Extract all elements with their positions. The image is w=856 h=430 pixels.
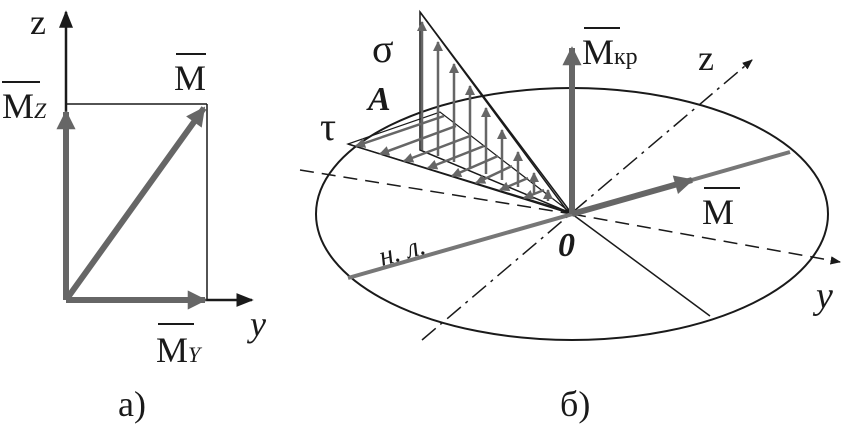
radial-line-3 xyxy=(571,213,711,317)
label-z-b: z xyxy=(698,38,714,78)
label-y-a: y xyxy=(247,304,266,344)
caption-b: б) xyxy=(560,384,590,424)
vector-m-b xyxy=(571,175,694,217)
label-m-b: M xyxy=(702,192,734,232)
label-mkr: Mкр xyxy=(582,32,638,72)
vector-m-a xyxy=(63,106,207,302)
label-sigma: σ xyxy=(372,26,394,71)
figure-a: z y M MZ MY а) xyxy=(2,2,266,424)
label-my: MY xyxy=(156,330,203,370)
tau-arrows xyxy=(355,114,545,200)
label-tau: τ xyxy=(320,104,336,149)
label-mz: MZ xyxy=(2,86,47,126)
label-z-a: z xyxy=(30,2,46,42)
sigma-arrows xyxy=(417,21,553,201)
axis-y-b-dashed-left xyxy=(299,169,573,215)
caption-a: а) xyxy=(118,384,146,424)
axis-z-b xyxy=(421,59,753,341)
sigma-diagram xyxy=(419,9,571,214)
neutral-line xyxy=(347,150,791,280)
label-y-b: y xyxy=(812,275,833,317)
label-origin: 0 xyxy=(558,227,575,264)
figure-b: σ τ A Mкр z M 0 y н. л. б) xyxy=(299,9,842,424)
label-point-a: A xyxy=(366,81,391,118)
label-neutral-line: н. л. xyxy=(375,230,429,273)
tau-diagram xyxy=(346,111,571,213)
label-m-a: M xyxy=(174,58,206,98)
axis-y-b xyxy=(571,213,842,265)
